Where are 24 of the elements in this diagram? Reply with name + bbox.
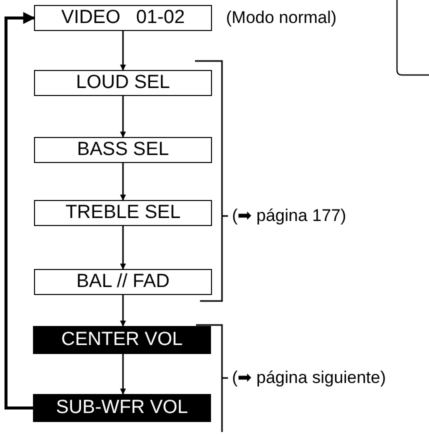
menu-box bbox=[34, 269, 212, 295]
arrow bbox=[120, 226, 126, 270]
arrow bbox=[120, 96, 126, 138]
menu-box bbox=[33, 326, 211, 354]
arrow bbox=[120, 163, 126, 201]
arrow bbox=[120, 295, 126, 327]
menu-box bbox=[33, 394, 211, 422]
page-reference: (➡ página 177) bbox=[232, 205, 346, 226]
page-reference: (➡ página siguiente) bbox=[232, 367, 386, 388]
mode-note: (Modo normal) bbox=[226, 8, 337, 28]
menu-box bbox=[34, 200, 212, 226]
menu-item-text: SUB-WFR VOL bbox=[56, 397, 188, 419]
menu-item-text: VIDEO 01-02 bbox=[61, 7, 185, 29]
arrow bbox=[120, 31, 126, 71]
menu-item-text: CENTER VOL bbox=[61, 329, 183, 351]
menu-box bbox=[34, 5, 212, 31]
arrow bbox=[120, 354, 126, 395]
arrow bbox=[4, 12, 36, 410]
menu-box bbox=[34, 70, 212, 96]
menu-box bbox=[34, 137, 212, 163]
menu-item-text: BAL // FAD bbox=[76, 271, 170, 293]
menu-item-text: LOUD SEL bbox=[76, 72, 170, 94]
menu-item-text: BASS SEL bbox=[77, 139, 169, 161]
menu-item-text: TREBLE SEL bbox=[65, 202, 181, 224]
